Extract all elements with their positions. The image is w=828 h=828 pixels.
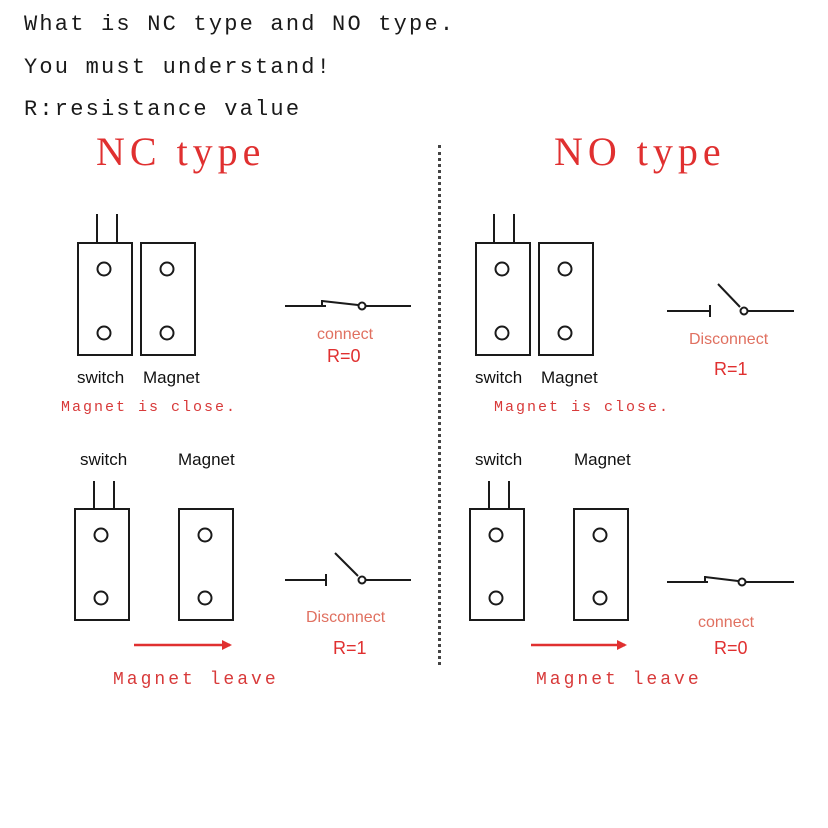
no-leave-switch-body	[469, 481, 525, 621]
nc-leave-magnet-label: Magnet	[178, 450, 235, 469]
no-leave-contact-symbol	[667, 576, 794, 587]
no-leave-state-label: connect	[698, 614, 755, 631]
nc-type-title: NC type	[96, 129, 266, 174]
no-leave-resistance: R=0	[714, 638, 748, 658]
no-type-title: NO type	[554, 129, 726, 174]
no-close-contact-symbol	[667, 283, 794, 317]
no-close-caption: Magnet is close.	[494, 399, 670, 416]
nc-close-switch-body	[77, 214, 133, 356]
nc-leave-magnet-body	[178, 508, 234, 621]
nc-leave-switch-label: switch	[80, 450, 127, 469]
no-close-resistance: R=1	[714, 359, 748, 379]
no-leave-switch-label: switch	[475, 450, 522, 469]
nc-close-panel: switch Magnet Magnet is close. connect R…	[61, 214, 411, 416]
nc-close-magnet-label: Magnet	[143, 368, 200, 387]
no-close-magnet-body	[538, 242, 594, 356]
nc-close-resistance: R=0	[327, 346, 361, 366]
section-divider	[438, 145, 441, 665]
no-close-switch-body	[475, 214, 531, 356]
nc-leave-state-label: Disconnect	[306, 609, 386, 626]
nc-close-state-label: connect	[317, 326, 374, 343]
no-close-state-label: Disconnect	[689, 331, 769, 348]
nc-close-caption: Magnet is close.	[61, 399, 237, 416]
nc-close-switch-label: switch	[77, 368, 124, 387]
nc-leave-caption: Magnet leave	[113, 670, 279, 690]
no-close-switch-label: switch	[475, 368, 522, 387]
no-leave-magnet-body	[573, 508, 629, 621]
nc-leave-resistance: R=1	[333, 638, 367, 658]
nc-close-contact-symbol	[285, 300, 411, 311]
no-close-magnet-label: Magnet	[541, 368, 598, 387]
intro-line-1: What is NC type and NO type.	[24, 12, 456, 37]
nc-close-magnet-body	[140, 242, 196, 356]
nc-leave-switch-body	[74, 481, 130, 621]
no-leave-caption: Magnet leave	[536, 670, 702, 690]
nc-leave-contact-symbol	[285, 552, 411, 586]
intro-line-2: You must understand!	[24, 55, 333, 80]
intro-line-3: R:resistance value	[24, 97, 302, 122]
no-leave-panel: switch Magnet Magnet leave connect R=0	[469, 450, 794, 690]
nc-leave-panel: switch Magnet Magnet leave Disconnect R=…	[74, 450, 411, 690]
no-leave-magnet-label: Magnet	[574, 450, 631, 469]
no-close-panel: switch Magnet Magnet is close. Disconnec…	[475, 214, 794, 416]
